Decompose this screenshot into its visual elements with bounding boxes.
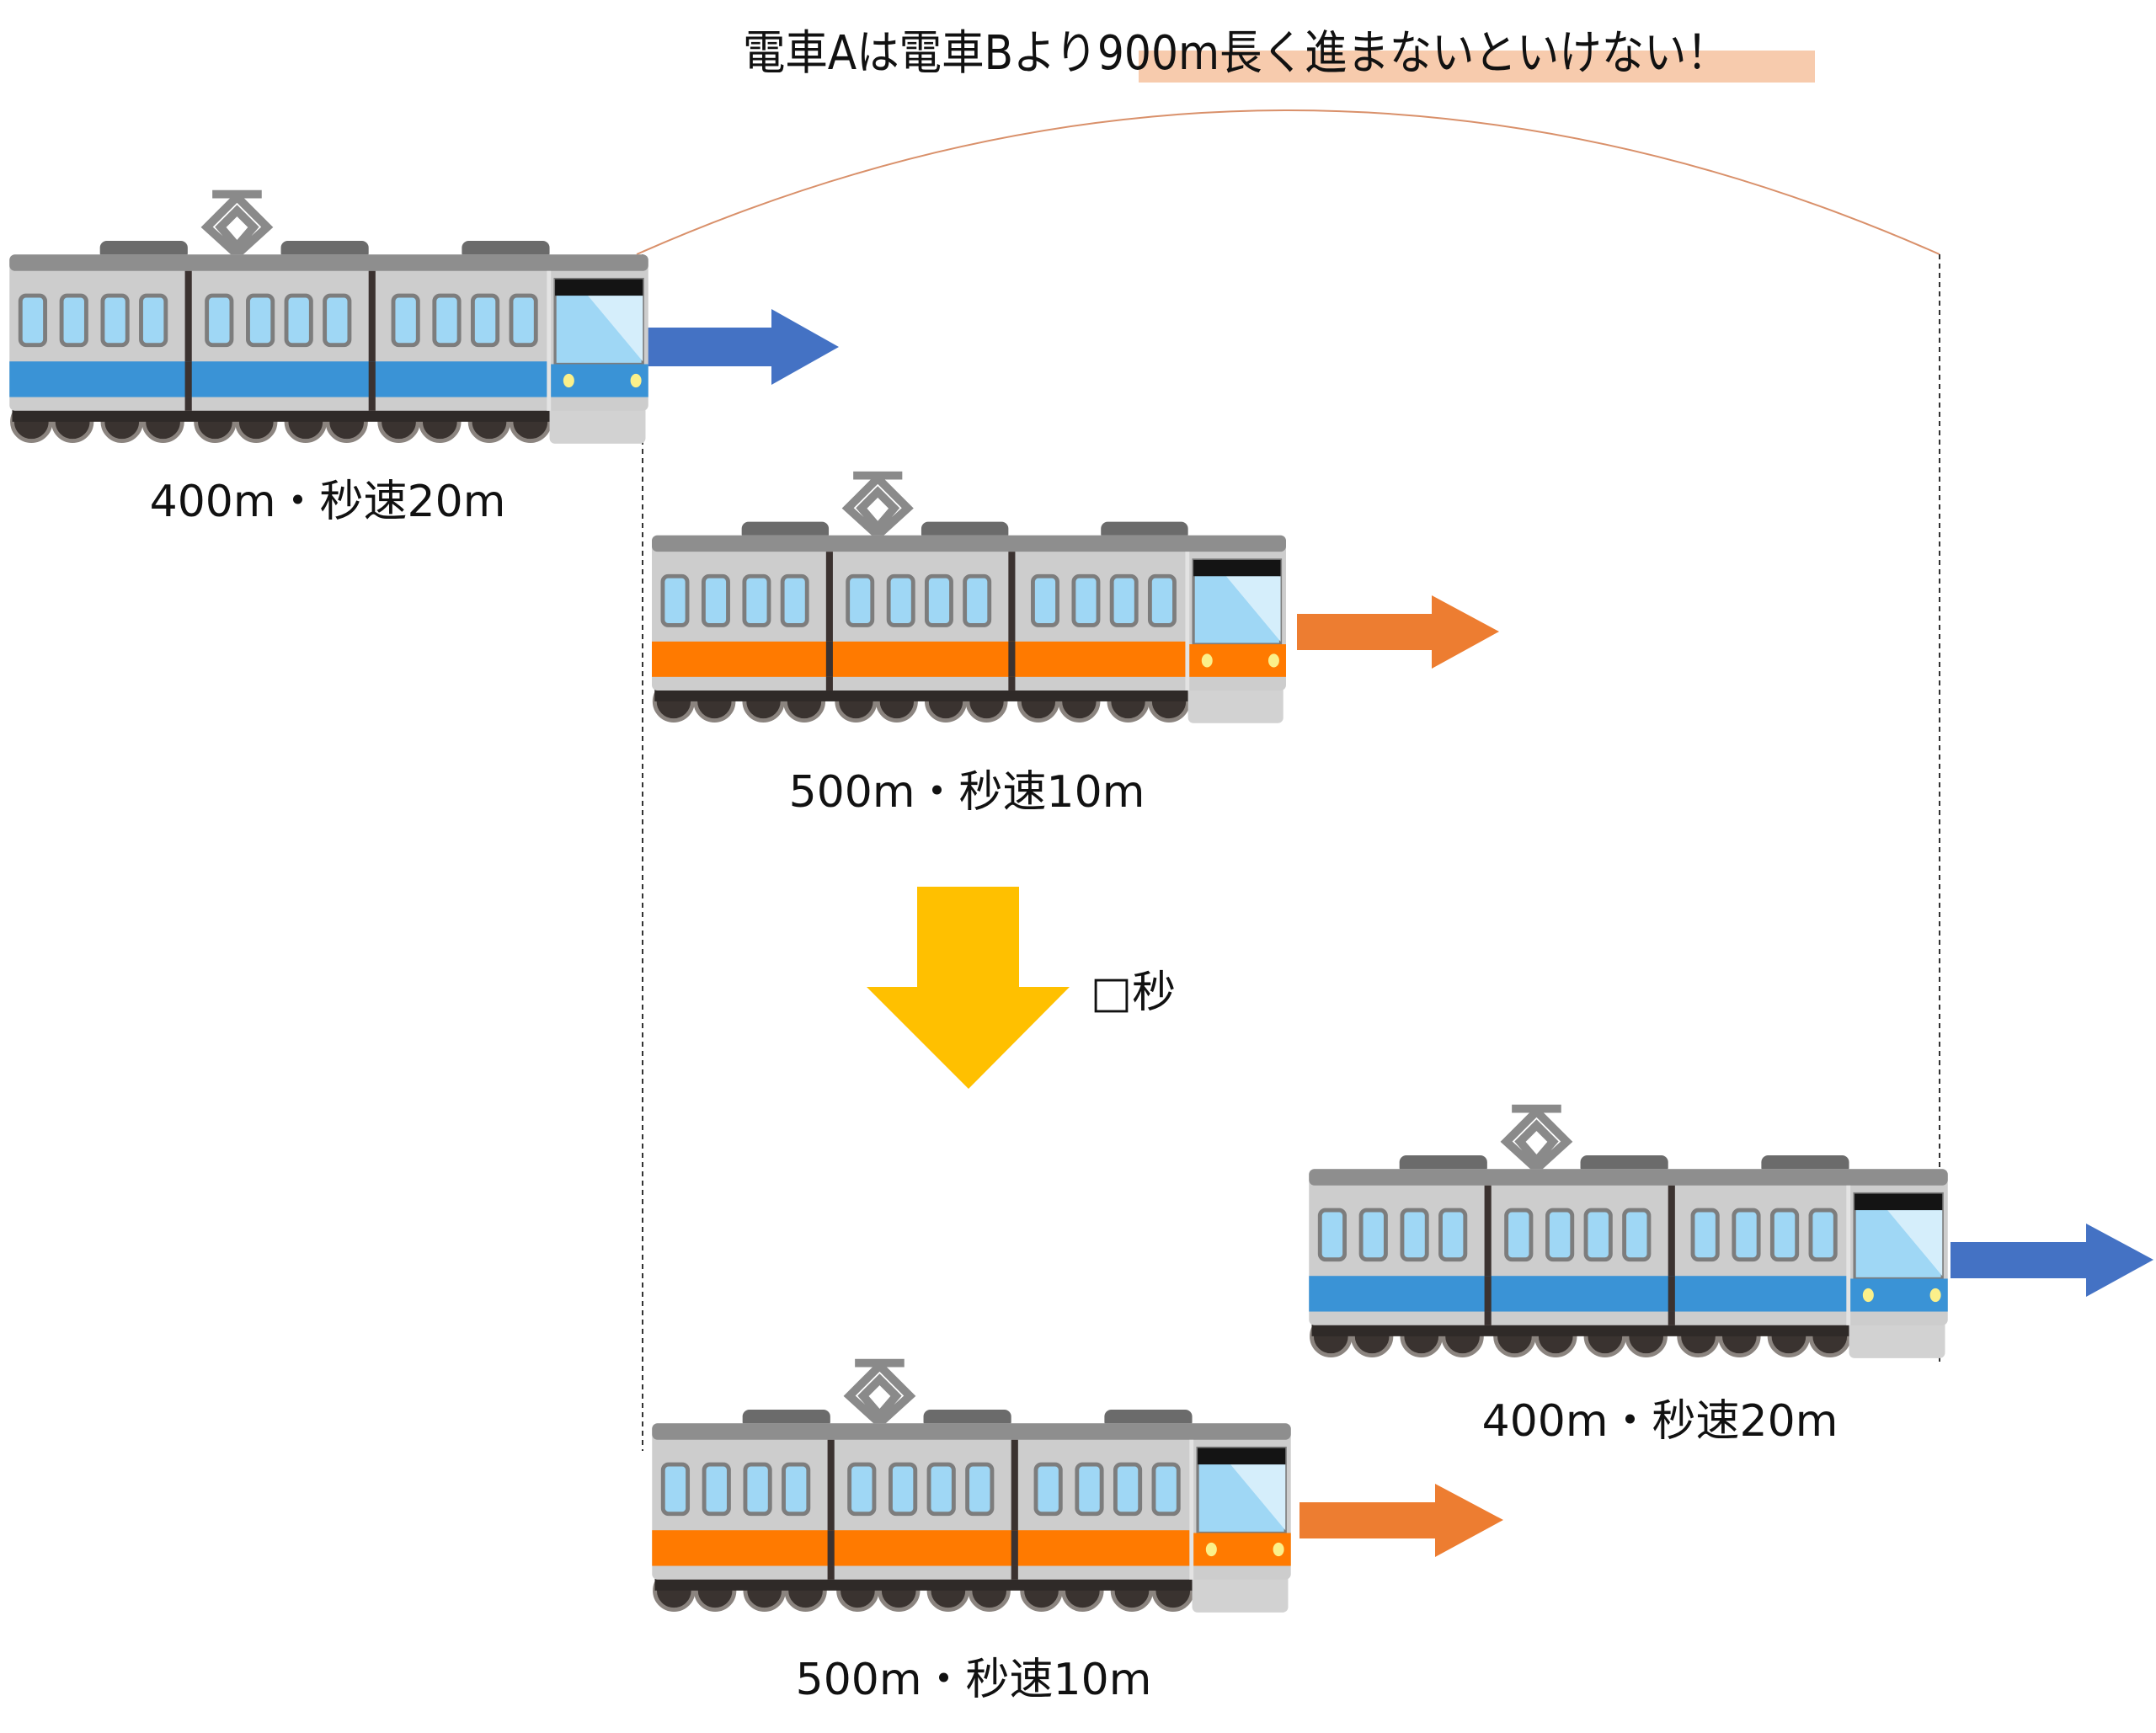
train-b-after-arrow <box>1299 1484 1503 1557</box>
train-a-after <box>1306 1100 1951 1362</box>
title: 電車Aは電車Bより900m長く進まないといけない！ <box>743 26 1729 81</box>
time-down-arrow <box>867 887 1070 1089</box>
train-b-after <box>649 1354 1294 1616</box>
train-b-label: 500m・秒速10m <box>788 767 1145 818</box>
train-b-after-label: 500m・秒速10m <box>795 1655 1152 1705</box>
highlight-box <box>1139 51 1815 83</box>
train-b <box>647 467 1291 726</box>
train-a-arrow <box>637 309 839 385</box>
bracket-arc <box>636 109 1940 255</box>
train-b-arrow <box>1297 595 1499 669</box>
time-label: □秒 <box>1091 968 1177 1018</box>
train-a-after-label: 400m・秒速20m <box>1481 1396 1838 1447</box>
train-a <box>7 185 651 447</box>
train-a-after-arrow <box>1951 1224 2153 1297</box>
train-a-label: 400m・秒速20m <box>149 477 506 527</box>
